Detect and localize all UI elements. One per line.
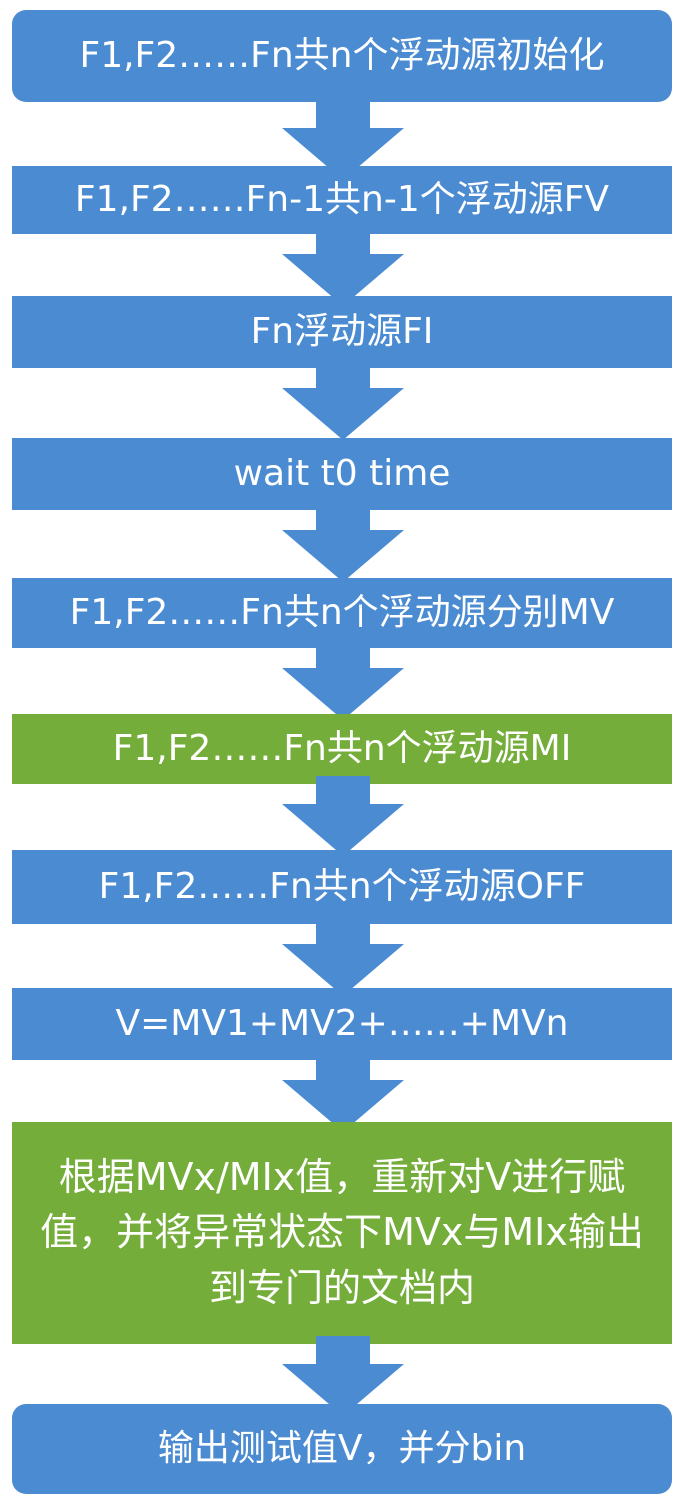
flow-step-off: F1,F2……Fn共n个浮动源OFF: [12, 850, 672, 924]
flow-arrow-down-icon: [282, 916, 404, 996]
flow-step-label: 输出测试值V，并分bin: [157, 1427, 527, 1469]
flow-step-label: V=MV1+MV2+……+MVn: [115, 1002, 569, 1044]
flow-arrow-down-icon: [282, 360, 404, 440]
flow-step-initialize: F1,F2……Fn共n个浮动源初始化: [12, 10, 672, 102]
flow-step-label: Fn浮动源FI: [250, 310, 434, 352]
flow-step-label: 根据MVx/MIx值，重新对V进行赋值，并将异常状态下MVx与MIx输出到专门的…: [40, 1155, 644, 1310]
flow-step-label: wait t0 time: [233, 452, 451, 494]
flow-step-label: F1,F2……Fn-1共n-1个浮动源FV: [74, 178, 610, 220]
flow-step-sum-v: V=MV1+MV2+……+MVn: [12, 988, 672, 1060]
flow-arrow-down-icon: [282, 226, 404, 306]
flow-arrow-down-icon: [282, 1336, 404, 1416]
flow-arrow-down-icon: [282, 502, 404, 582]
flow-arrow-down-icon: [282, 776, 404, 856]
flow-step-label: F1,F2……Fn共n个浮动源MI: [112, 727, 572, 769]
flow-step-fv: F1,F2……Fn-1共n-1个浮动源FV: [12, 166, 672, 234]
flow-step-mi: F1,F2……Fn共n个浮动源MI: [12, 714, 672, 784]
flow-step-label: F1,F2……Fn共n个浮动源初始化: [79, 34, 605, 76]
flow-step-output-bin: 输出测试值V，并分bin: [12, 1404, 672, 1494]
flow-step-wait: wait t0 time: [12, 438, 672, 510]
flow-step-label: F1,F2……Fn共n个浮动源分别MV: [69, 591, 615, 633]
flow-step-mv: F1,F2……Fn共n个浮动源分别MV: [12, 578, 672, 648]
flow-arrow-down-icon: [282, 640, 404, 720]
flow-arrow-down-icon: [282, 100, 404, 180]
flow-step-label: F1,F2……Fn共n个浮动源OFF: [98, 865, 586, 907]
flow-step-reassign-v: 根据MVx/MIx值，重新对V进行赋值，并将异常状态下MVx与MIx输出到专门的…: [12, 1122, 672, 1344]
flow-step-fi: Fn浮动源FI: [12, 296, 672, 368]
flow-arrow-down-icon: [282, 1052, 404, 1132]
